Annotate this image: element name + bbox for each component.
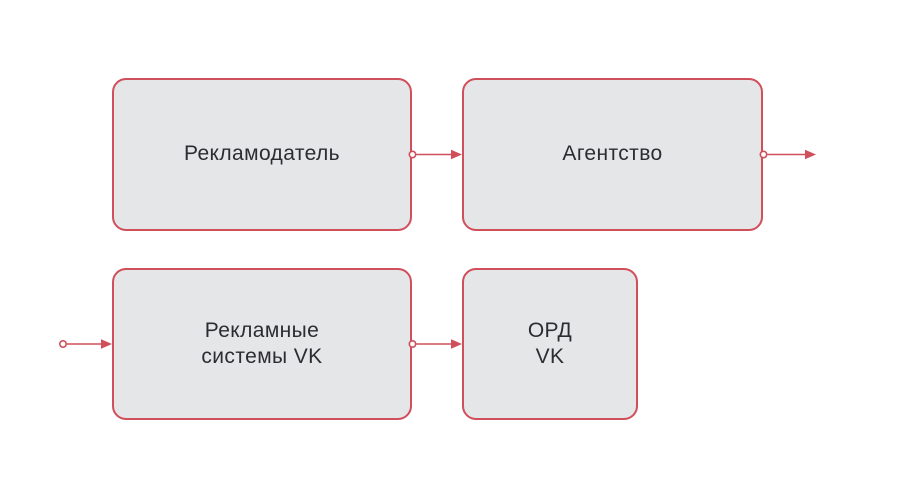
- node-advertiser: Рекламодатель: [112, 78, 412, 231]
- node-ad-systems-vk-label: Рекламные системы VK: [201, 318, 323, 368]
- node-agency-label: Агентство: [562, 142, 663, 166]
- arrow-advertiser-to-agency: [408, 149, 462, 160]
- node-advertiser-label: Рекламодатель: [183, 142, 340, 166]
- node-ord-vk: ОРД VK: [462, 268, 638, 420]
- arrowhead-icon: [101, 339, 112, 349]
- connector-start-dot: [58, 339, 67, 348]
- node-ad-systems-vk: Рекламные системы VK: [112, 268, 412, 420]
- node-ord-vk-label: ОРД VK: [527, 318, 573, 368]
- node-agency: Агентство: [462, 78, 763, 231]
- arrowhead-icon: [451, 339, 462, 349]
- arrow-left-to-ad-systems: [58, 339, 112, 349]
- arrowhead-icon: [805, 149, 816, 160]
- arrow-agency-to-right: [759, 149, 816, 160]
- arrow-ad-systems-to-ord: [408, 339, 462, 349]
- arrowhead-icon: [451, 149, 462, 160]
